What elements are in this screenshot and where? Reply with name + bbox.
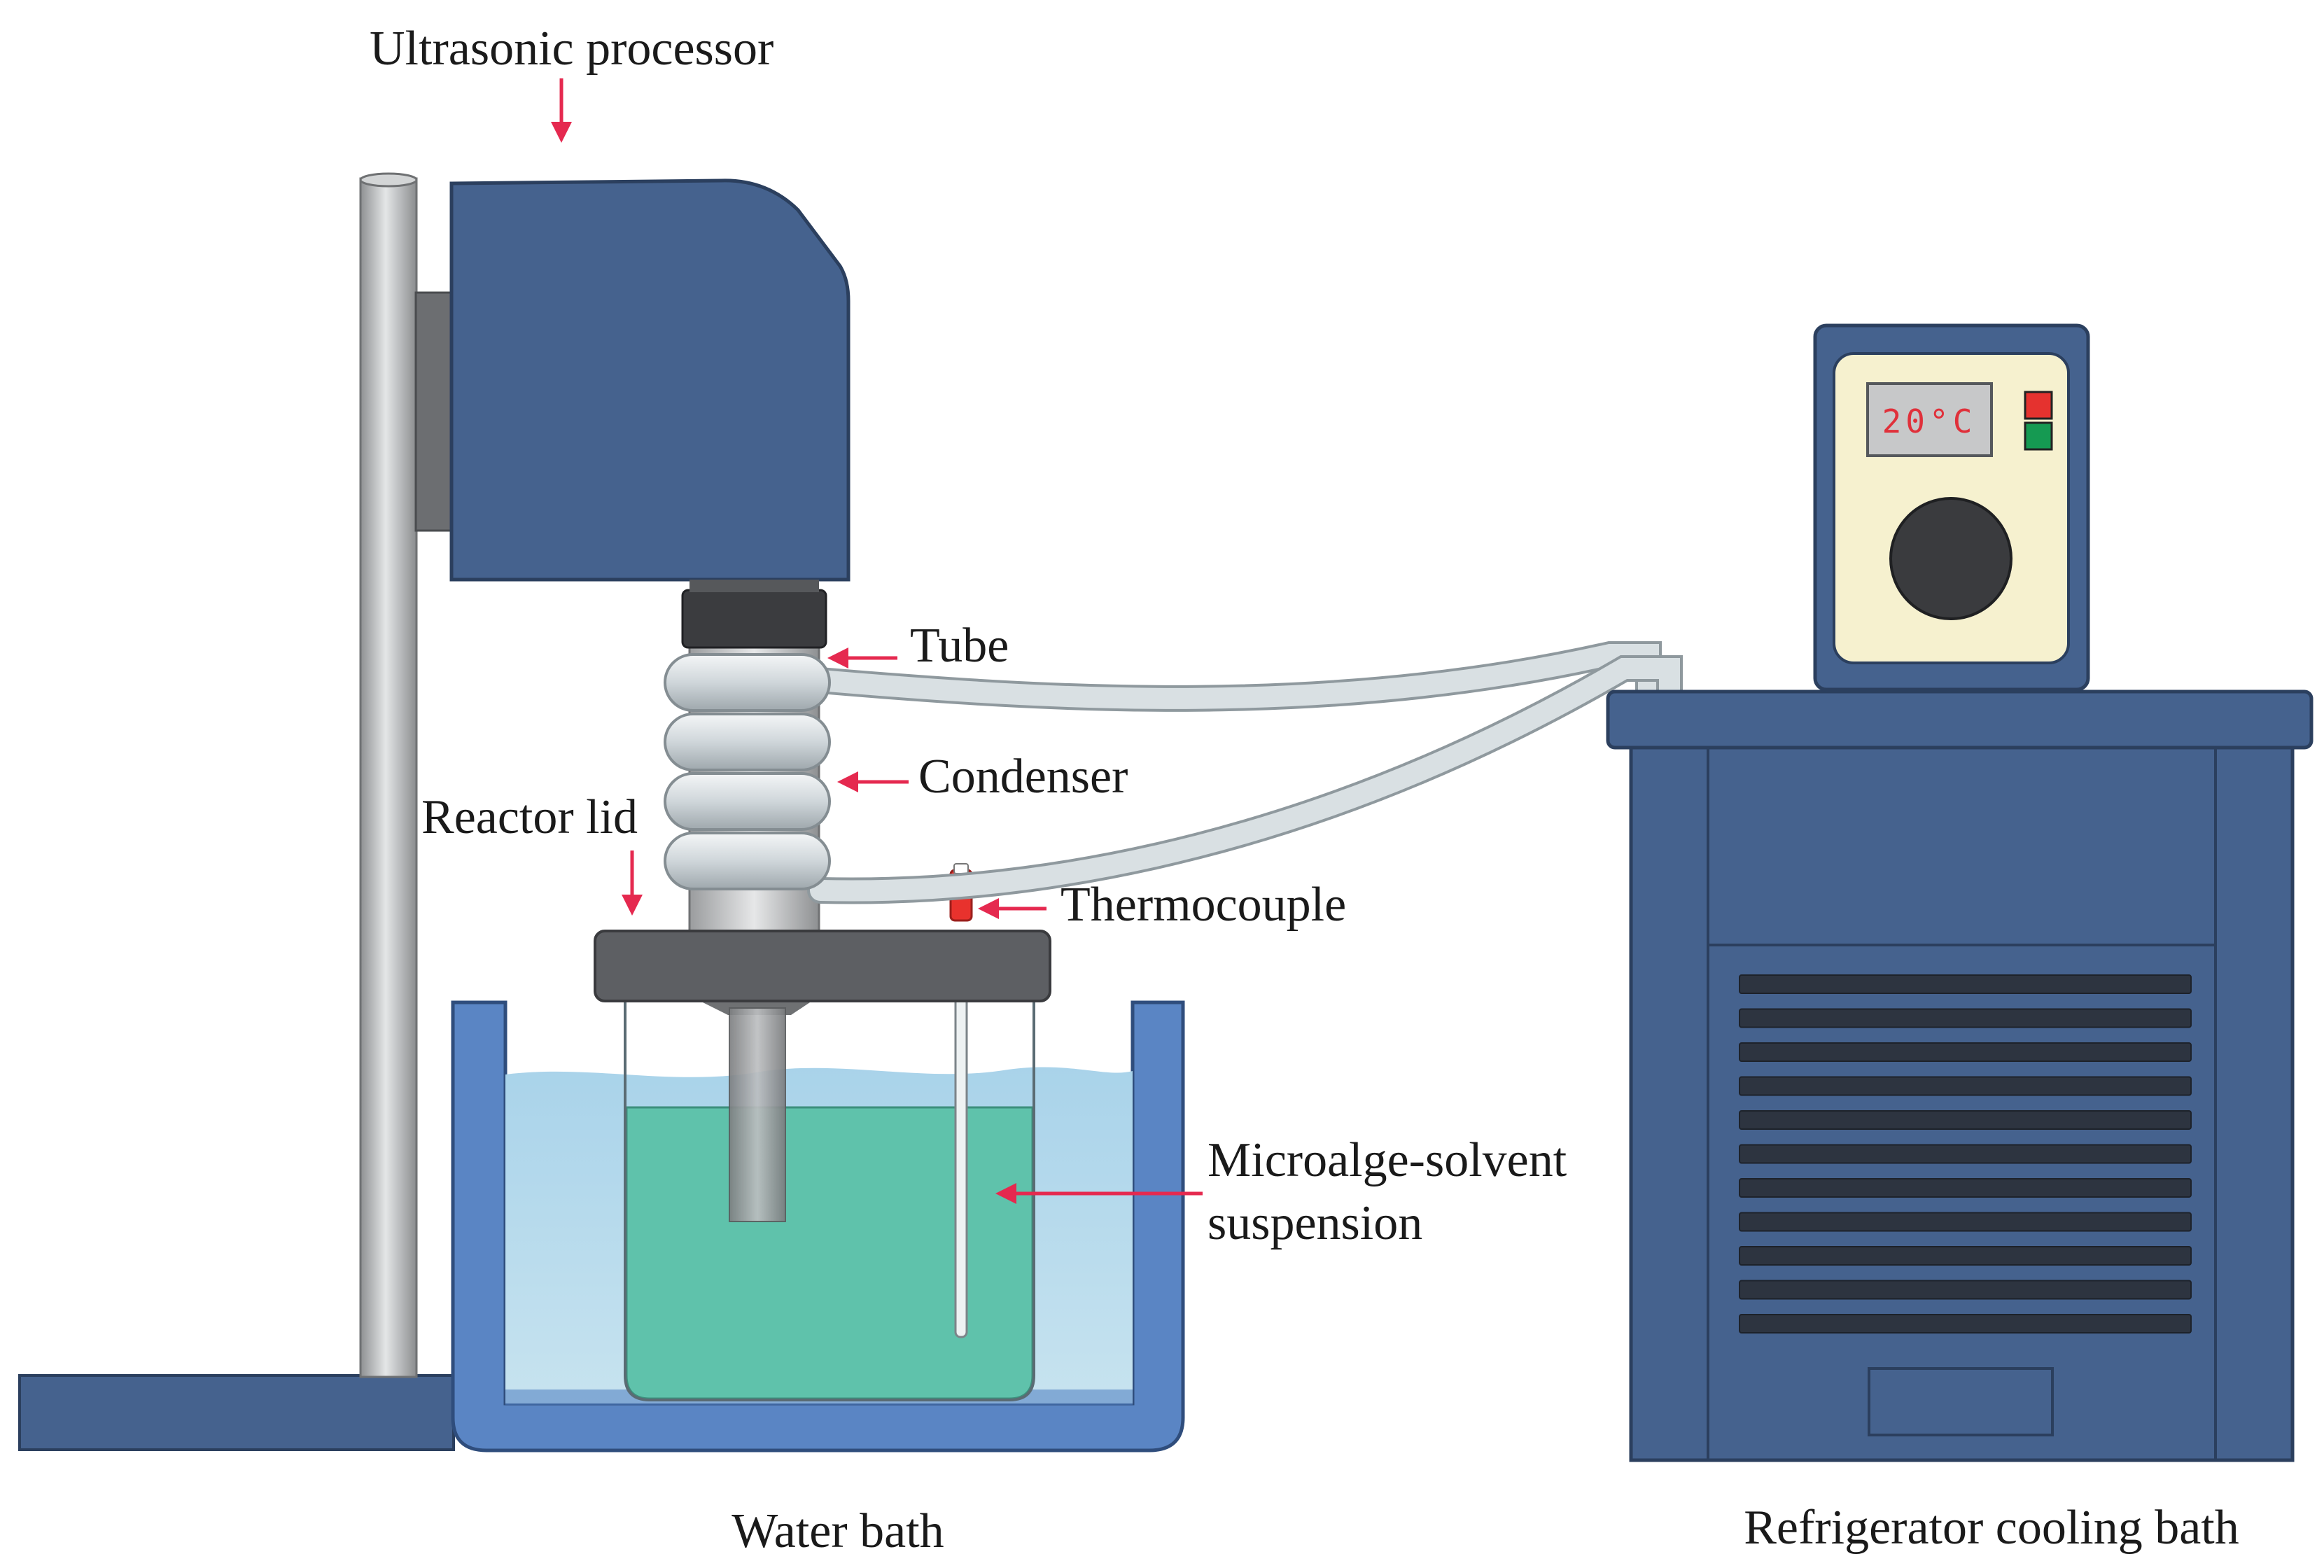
microalgae-suspension xyxy=(625,1106,1034,1400)
vent-slat xyxy=(1739,1144,2192,1164)
stand xyxy=(18,172,455,1451)
stand-base xyxy=(18,1374,455,1451)
label-condenser: Condenser xyxy=(918,750,1128,804)
stop-button[interactable] xyxy=(2024,391,2053,420)
sonication-probe xyxy=(729,1007,786,1222)
tube-outlet xyxy=(810,658,1680,902)
cooling-tubes xyxy=(807,641,1683,904)
control-unit: 20°C xyxy=(1813,323,2090,692)
label-water-bath: Water bath xyxy=(732,1504,944,1558)
vent-slat xyxy=(1739,974,2192,994)
vent-slat xyxy=(1739,1110,2192,1130)
vent-slat xyxy=(1739,1008,2192,1028)
vent-slat xyxy=(1739,1280,2192,1300)
processor-neck xyxy=(690,580,819,592)
label-thermocouple: Thermocouple xyxy=(1060,878,1346,932)
labels: Ultrasonic processor Tube Condenser Reac… xyxy=(370,22,2239,1558)
refrigerator-top xyxy=(1606,690,2314,750)
annotation-arrows xyxy=(551,78,1203,1204)
label-refrigerator-cooling-bath: Refrigerator cooling bath xyxy=(1744,1501,2239,1555)
label-tube: Tube xyxy=(910,619,1009,673)
reactor-vessel xyxy=(624,979,1035,1401)
thermocouple-cap xyxy=(953,863,969,874)
reactor-lid xyxy=(594,930,1051,1002)
start-button[interactable] xyxy=(2024,421,2053,451)
tube-inlet xyxy=(810,644,1659,709)
vent-slat xyxy=(1739,1246,2192,1266)
probe-collar xyxy=(681,589,827,649)
refrigerator-cooling-bath xyxy=(1606,690,2314,1462)
label-ultrasonic-processor: Ultrasonic processor xyxy=(370,22,774,76)
temperature-display xyxy=(1866,382,1993,457)
refrigerator-drain-panel xyxy=(1868,1367,2054,1436)
stand-clamp xyxy=(414,291,452,532)
label-suspension-line2: suspension xyxy=(1208,1196,1422,1250)
label-suspension-line1: Microalge-solvent xyxy=(1208,1133,1567,1187)
refrigerator-vents xyxy=(1739,974,2192,1334)
vent-slat xyxy=(1739,1042,2192,1062)
vent-slat xyxy=(1739,1314,2192,1334)
control-knob[interactable] xyxy=(1889,497,2012,620)
thermocouple xyxy=(949,863,973,1338)
stand-pole xyxy=(359,177,418,1378)
ultrasonic-processor-housing xyxy=(449,178,850,582)
vent-slat xyxy=(1739,1178,2192,1198)
vent-slat xyxy=(1739,1212,2192,1232)
stand-pole-top xyxy=(359,172,418,188)
condenser-coil xyxy=(664,653,831,890)
reactor-beaker xyxy=(624,979,1035,1401)
refrigerator-body xyxy=(1629,746,2295,1462)
label-reactor-lid: Reactor lid xyxy=(421,790,638,844)
water-bath-outer xyxy=(451,1000,1185,1452)
temperature-readout: 20°C xyxy=(1882,402,1977,440)
vent-slat xyxy=(1739,1076,2192,1096)
